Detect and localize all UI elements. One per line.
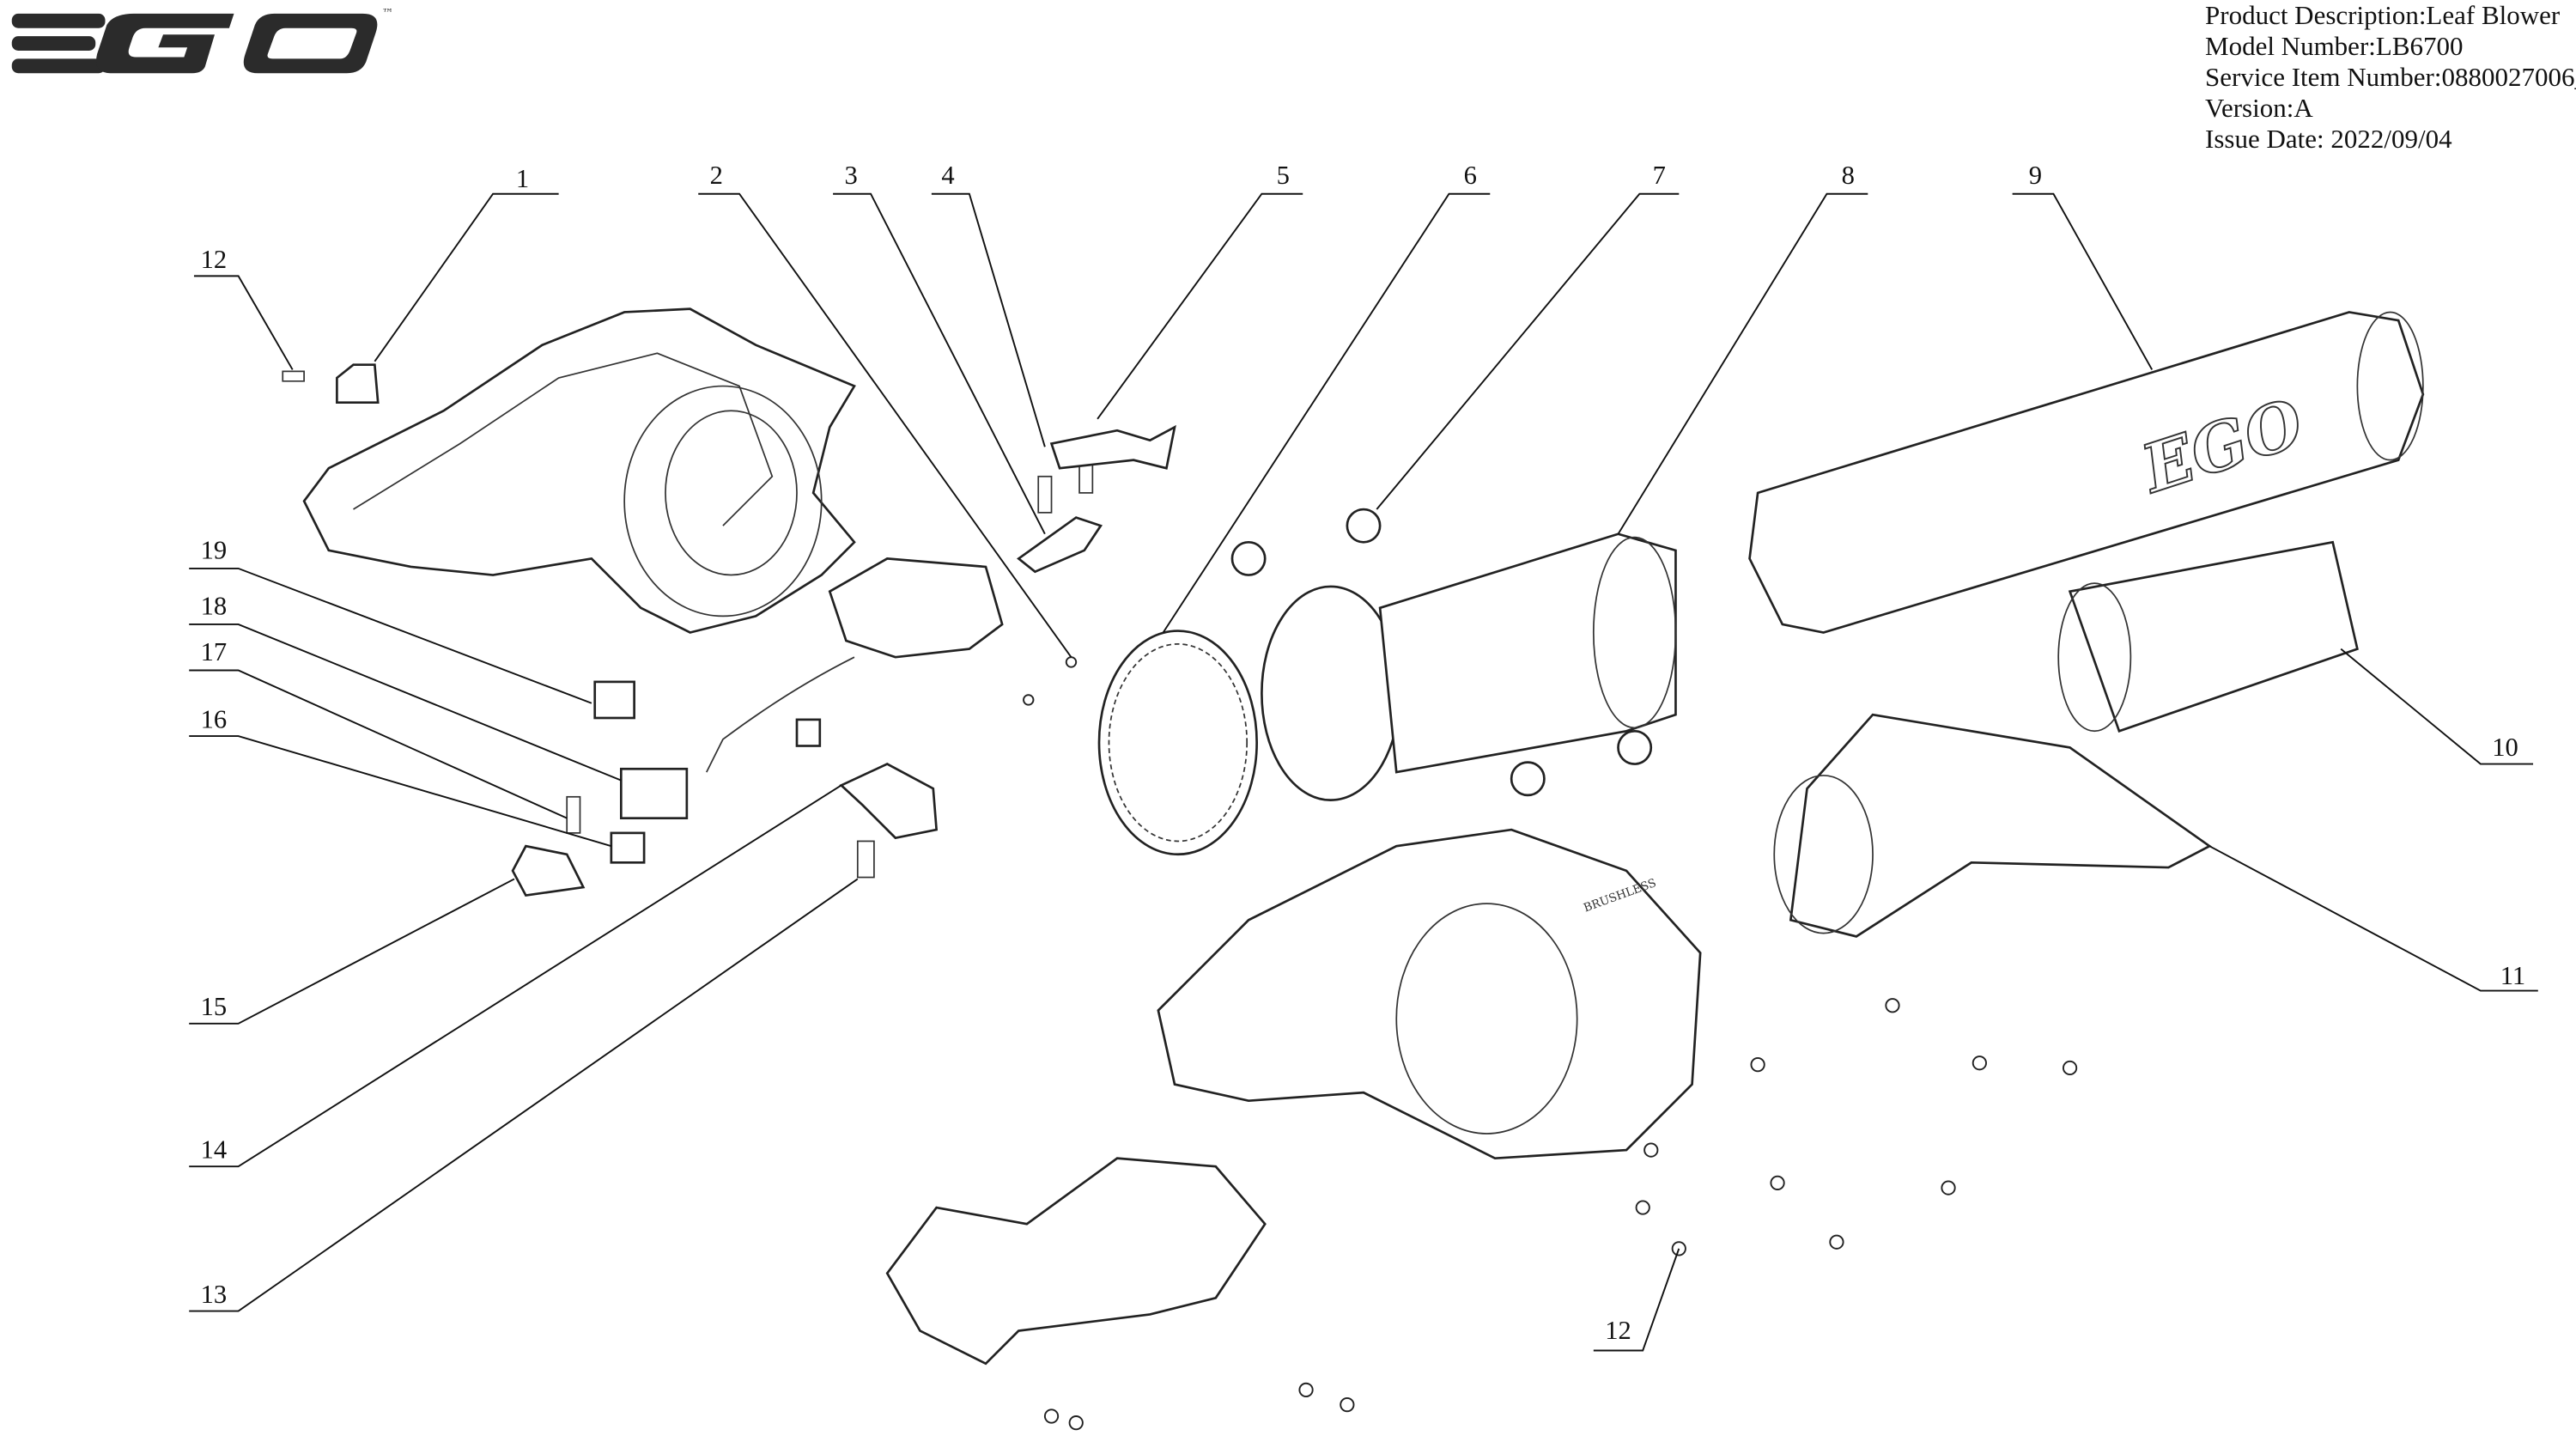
callout-13: 13 <box>189 878 859 1312</box>
callout-7: 7 <box>1376 161 1680 510</box>
part-left-housing <box>302 307 856 634</box>
svg-text:17: 17 <box>201 637 228 666</box>
trademark-symbol: ™ <box>382 8 393 21</box>
svg-text:16: 16 <box>201 704 228 733</box>
part-battery-base <box>885 1157 1267 1366</box>
svg-text:9: 9 <box>2029 161 2042 190</box>
svg-text:11: 11 <box>2500 961 2525 990</box>
callout-5: 5 <box>1097 161 1303 420</box>
svg-text:3: 3 <box>844 161 857 190</box>
callout-3: 3 <box>833 161 1046 535</box>
part-screw-cover <box>282 363 380 405</box>
svg-text:1: 1 <box>516 164 529 193</box>
part-small-components <box>511 680 939 897</box>
svg-text:14: 14 <box>201 1135 228 1165</box>
svg-text:6: 6 <box>1464 161 1477 190</box>
model-number: Model Number:LB6700 <box>2205 31 2464 61</box>
document-info: Product Description:Leaf Blower Model Nu… <box>2205 0 2576 155</box>
svg-text:12: 12 <box>201 245 228 274</box>
svg-text:19: 19 <box>201 535 228 564</box>
part-fan-motor <box>1230 508 1677 801</box>
svg-text:10: 10 <box>2492 733 2518 762</box>
callout-1: 1 <box>374 164 559 362</box>
part-flat-nozzle <box>1773 713 2212 938</box>
svg-text:12: 12 <box>1605 1316 1631 1345</box>
callout-17: 17 <box>189 637 568 819</box>
version: Version:A <box>2205 93 2313 123</box>
part-blower-tube: EGO <box>1748 311 2425 634</box>
callout-6: 6 <box>1162 161 1491 634</box>
svg-text:8: 8 <box>1842 161 1855 190</box>
callout-8: 8 <box>1617 161 1868 535</box>
svg-text:2: 2 <box>710 161 723 190</box>
part-trigger <box>1017 516 1103 574</box>
ego-logo: ™ <box>9 3 395 88</box>
part-lock-button <box>1049 424 1176 470</box>
callout-9: 9 <box>2012 161 2154 370</box>
svg-text:15: 15 <box>201 992 228 1021</box>
callout-14: 14 <box>189 784 842 1168</box>
callout-2: 2 <box>698 161 1072 658</box>
callout-16: 16 <box>189 704 612 848</box>
callout-4: 4 <box>931 161 1046 447</box>
callout-19: 19 <box>189 535 592 704</box>
part-right-housing: BRUSHLESS <box>1157 828 1702 1160</box>
svg-text:18: 18 <box>201 591 228 620</box>
part-intake-grille <box>1097 630 1258 856</box>
callout-10: 10 <box>2340 648 2534 765</box>
callout-11: 11 <box>2208 845 2538 992</box>
svg-text:5: 5 <box>1277 161 1290 190</box>
svg-text:4: 4 <box>941 161 954 190</box>
svg-text:13: 13 <box>201 1280 228 1309</box>
part-round-nozzle <box>2057 540 2359 733</box>
callout-12-bottom: 12 <box>1593 1248 1680 1352</box>
callout-18: 18 <box>189 591 622 782</box>
service-item-number: Service Item Number:0880027006_S <box>2205 62 2576 92</box>
callout-12-top: 12 <box>193 245 294 370</box>
part-switch-assembly <box>706 557 1004 773</box>
product-description: Product Description:Leaf Blower <box>2205 0 2561 30</box>
callout-15: 15 <box>189 878 515 1025</box>
issue-date: Issue Date: 2022/09/04 <box>2205 124 2452 154</box>
svg-text:7: 7 <box>1653 161 1666 190</box>
part-screws <box>1023 656 2078 1431</box>
